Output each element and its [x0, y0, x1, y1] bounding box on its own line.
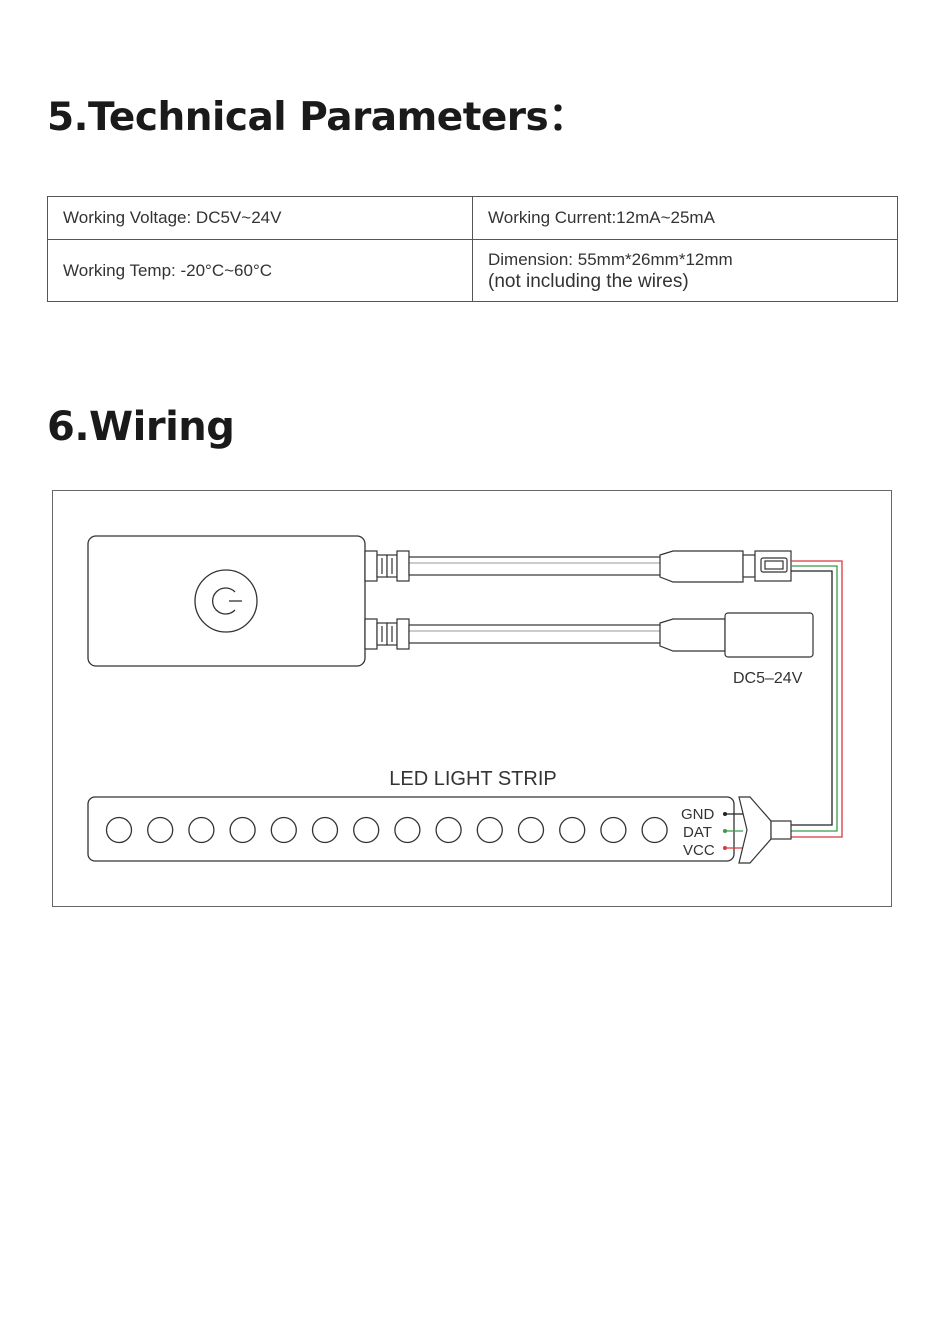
- led-11: [517, 816, 545, 844]
- pin-label-gnd: GND: [681, 806, 715, 823]
- upper-cable-boot: [364, 550, 711, 582]
- led-strip-leds: [105, 816, 668, 844]
- led-12: [559, 816, 586, 844]
- lower-cable-boot: [364, 618, 711, 650]
- table-row: Working Voltage: DC5V~24V Working Curren…: [47, 196, 898, 240]
- led-9: [435, 816, 462, 844]
- power-label: DC5–24V: [733, 670, 803, 687]
- controller-box: [87, 535, 366, 667]
- section-title-technical-parameters: 5.Technical Parameters：: [47, 95, 587, 140]
- param-working-temp: Working Temp: -20°C~60°C: [47, 239, 473, 302]
- led-5: [270, 816, 297, 844]
- wiring-diagram: DC5–24V LED LIGHT STRIP GND DAT VCC: [52, 490, 892, 907]
- led-6: [311, 816, 339, 844]
- param-dimension-cell: Dimension: 55mm*26mm*12mm (not including…: [472, 239, 898, 302]
- signal-connector: [659, 550, 792, 583]
- section-title-wiring: 6.Wiring: [47, 404, 235, 450]
- power-icon: [194, 569, 258, 633]
- signal-wires: [791, 560, 843, 838]
- dc-power-jack: [659, 612, 814, 658]
- strip-label: LED LIGHT STRIP: [389, 768, 556, 790]
- pin-label-dat: DAT: [683, 824, 712, 841]
- param-dimension: Dimension: 55mm*26mm*12mm: [488, 249, 733, 269]
- table-row: Working Temp: -20°C~60°C Dimension: 55mm…: [47, 239, 898, 302]
- led-7: [353, 816, 380, 844]
- led-14: [641, 816, 668, 844]
- wiring-diagram-svg: DC5–24V LED LIGHT STRIP GND DAT VCC: [87, 535, 843, 864]
- led-8: [394, 816, 421, 844]
- led-4: [229, 816, 256, 844]
- led-10: [476, 816, 503, 844]
- strip-connector: [738, 796, 792, 864]
- param-dimension-note: (not including the wires): [488, 270, 689, 292]
- led-1: [105, 816, 133, 844]
- param-working-voltage: Working Voltage: DC5V~24V: [47, 196, 473, 240]
- led-3: [188, 816, 215, 844]
- pin-markers: [723, 812, 743, 850]
- technical-parameters-table: Working Voltage: DC5V~24V Working Curren…: [47, 196, 898, 302]
- param-working-current: Working Current:12mA~25mA: [472, 196, 898, 240]
- pin-label-vcc: VCC: [683, 842, 715, 859]
- led-2: [147, 816, 174, 844]
- led-13: [600, 816, 627, 844]
